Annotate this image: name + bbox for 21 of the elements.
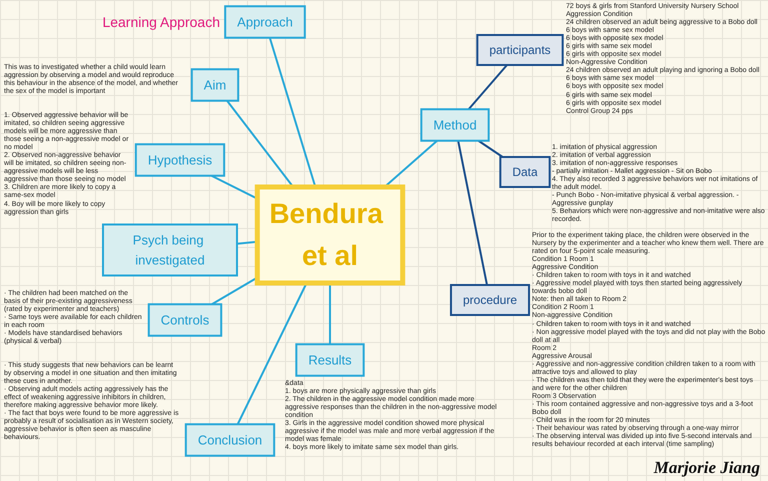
topic-box: procedure bbox=[450, 284, 530, 316]
topic-box: Results bbox=[295, 343, 365, 377]
connector-line bbox=[329, 283, 331, 344]
topic-box: Method bbox=[420, 108, 490, 142]
connector-line bbox=[468, 64, 508, 110]
topic-box: participants bbox=[476, 34, 564, 66]
connector-line bbox=[478, 140, 504, 158]
topic-box: Hypothesis bbox=[134, 143, 226, 177]
signature-text: Marjorie Jiang bbox=[654, 458, 760, 477]
topic-box: Conclusion bbox=[184, 423, 276, 457]
topic-box: Psych being investigated bbox=[102, 224, 238, 276]
connector-line bbox=[236, 240, 258, 245]
topic-box: Approach bbox=[224, 5, 306, 39]
topic-box: Controls bbox=[148, 303, 222, 337]
topic-box: Data bbox=[499, 156, 551, 188]
connector-line bbox=[268, 37, 316, 188]
connector-line bbox=[457, 140, 488, 286]
connector-line bbox=[211, 174, 258, 200]
note-text: Learning Approach bbox=[101, 14, 220, 30]
central-topic-box: Bendura et al bbox=[254, 184, 406, 286]
topic-box: Aim bbox=[190, 68, 240, 102]
